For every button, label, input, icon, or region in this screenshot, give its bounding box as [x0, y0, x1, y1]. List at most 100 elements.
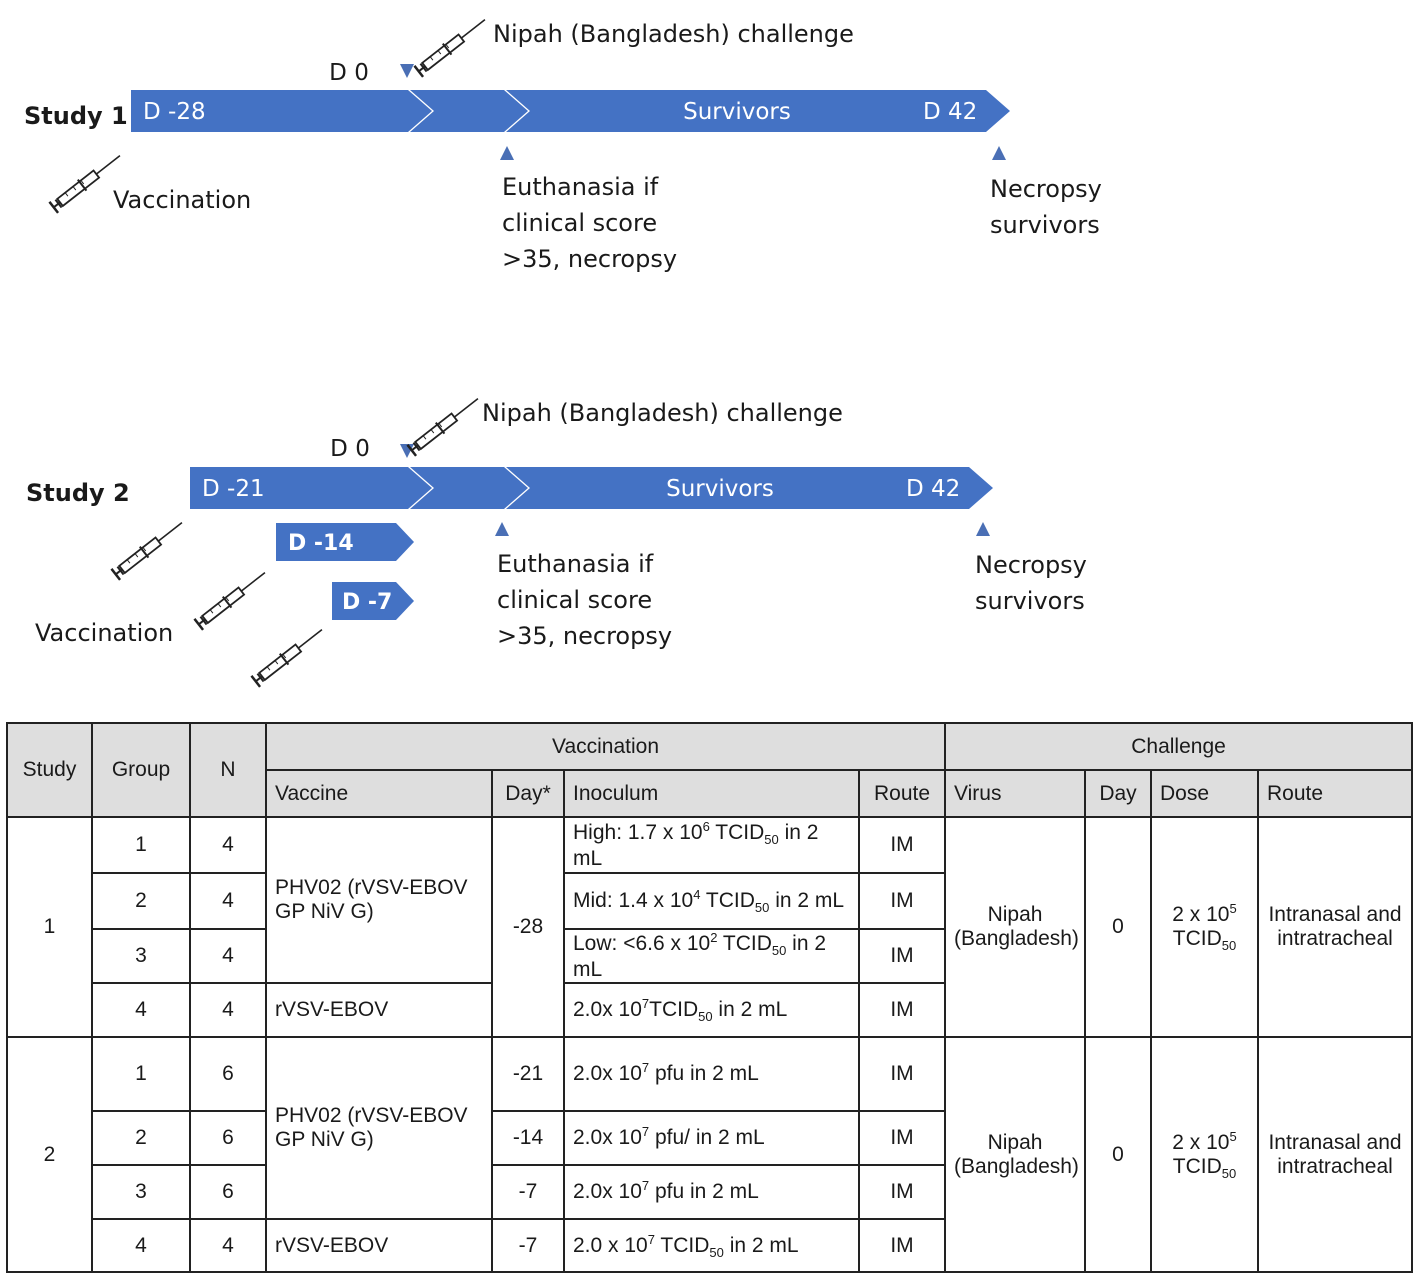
study2-day-7-label: D -7 — [342, 590, 392, 615]
cell-route: IM — [857, 927, 947, 985]
cell-inoculum: 2.0x 107 pfu in 2 mL — [563, 1036, 860, 1113]
study2-necropsy-line1: Necropsy — [975, 551, 1087, 579]
cell-route: IM — [857, 1164, 947, 1221]
table-row: 1 1 4 PHV02 (rVSV-EBOV GP NiV G) -28 Hig… — [6, 815, 1414, 1039]
cell-vaccination-day: -21 — [491, 1036, 565, 1113]
header-group: Group — [91, 722, 191, 818]
header-inoculum: Inoculum — [563, 769, 860, 818]
cell-inoculum: High: 1.7 x 106 TCID50 in 2 mL — [563, 816, 860, 874]
header-n: N — [189, 722, 267, 818]
cell-route: IM — [857, 1036, 947, 1113]
study1-survivors-label: Survivors — [683, 99, 791, 125]
study2-euthanasia-marker-icon — [495, 522, 509, 536]
cell-n: 4 — [189, 872, 267, 930]
cell-n: 6 — [189, 1110, 267, 1167]
cell-study: 1 — [6, 815, 93, 1039]
study2-euthanasia-line2: clinical score — [497, 586, 652, 614]
cell-vaccination-day: -28 — [491, 815, 565, 1039]
study2-euthanasia-line1: Euthanasia if — [497, 550, 654, 578]
header-vaccine: Vaccine — [265, 769, 493, 818]
header-vaccination: Vaccination — [264, 722, 947, 771]
study1-euthanasia-line2: clinical score — [502, 209, 657, 237]
cell-challenge-route: Intranasal and intratracheal — [1257, 1036, 1414, 1273]
table-row: 4 4 rVSV-EBOV 2.0x 107TCID50 in 2 mL IM — [7, 982, 1412, 1039]
study1-day0-marker-icon — [400, 64, 414, 78]
cell-route: IM — [857, 1218, 947, 1273]
cell-inoculum: 2.0x 107 pfu/ in 2 mL — [563, 1110, 860, 1167]
cell-group: 1 — [91, 816, 191, 874]
study1-vaccination-label: Vaccination — [113, 186, 251, 214]
cell-n: 4 — [189, 1218, 267, 1273]
study2-day-14-label: D -14 — [288, 531, 354, 556]
cell-n: 4 — [189, 927, 267, 985]
study-design-table: Study Group N Vaccination Challenge Vacc… — [6, 722, 1414, 1273]
cell-vaccine: rVSV-EBOV — [265, 982, 493, 1039]
study2-challenge-syringe-icon — [406, 391, 484, 458]
cell-inoculum: 2.0 x 107 TCID50 in 2 mL — [563, 1218, 860, 1273]
header-dose: Dose — [1150, 769, 1260, 818]
cell-vaccine: PHV02 (rVSV-EBOV GP NiV G) — [265, 1036, 493, 1221]
cell-virus: Nipah (Bangladesh) — [944, 815, 1087, 1039]
cell-inoculum: 2.0x 107TCID50 in 2 mL — [563, 982, 860, 1039]
header-vaccination-day: Day* — [491, 769, 565, 818]
cell-group: 2 — [91, 872, 191, 930]
cell-vaccination-day: -14 — [491, 1110, 565, 1167]
cell-route: IM — [857, 872, 947, 930]
table-row: 3 4 Low: <6.6 x 102 TCID50 in 2 mL IM — [7, 927, 1412, 985]
cell-n: 4 — [189, 816, 267, 874]
table-row: 4 4 rVSV-EBOV -7 2.0 x 107 TCID50 in 2 m… — [7, 1218, 1412, 1273]
header-study: Study — [6, 722, 93, 818]
study1-title: Study 1 — [24, 102, 128, 130]
cell-group: 4 — [91, 1218, 191, 1273]
study1-day-end: D 42 — [923, 99, 977, 125]
study2-challenge-label: Nipah (Bangladesh) challenge — [482, 399, 843, 427]
table-row: 2 1 6 PHV02 (rVSV-EBOV GP NiV G) -21 2.0… — [6, 1036, 1414, 1273]
study2-day-14-bar — [276, 523, 414, 561]
cell-n: 6 — [189, 1164, 267, 1221]
study2-timeline-bar — [190, 467, 993, 509]
study-timeline-diagram: Study 1 D -28 Survivors D 42 D 0 Nipah (… — [24, 12, 1102, 689]
table-row: 2 4 Mid: 1.4 x 104 TCID50 in 2 mL IM — [7, 872, 1412, 930]
table-header-row-1: Study Group N Vaccination Challenge — [6, 722, 1414, 818]
cell-vaccine: PHV02 (rVSV-EBOV GP NiV G) — [265, 815, 493, 985]
cell-vaccine: rVSV-EBOV — [265, 1218, 493, 1273]
cell-group: 3 — [91, 927, 191, 985]
cell-n: 4 — [189, 982, 267, 1039]
study1-necropsy-line1: Necropsy — [990, 175, 1102, 203]
cell-inoculum: Mid: 1.4 x 104 TCID50 in 2 mL — [563, 872, 860, 930]
study2-vaccination-syringe-1-icon — [110, 515, 188, 582]
header-vaccination-route: Route — [857, 769, 947, 818]
cell-n: 6 — [189, 1036, 267, 1113]
cell-route: IM — [857, 816, 947, 874]
study2-day-start: D -21 — [202, 476, 265, 502]
study2-survivors-label: Survivors — [666, 476, 774, 502]
study1-necropsy-marker-icon — [992, 146, 1006, 160]
cell-vaccination-day: -7 — [491, 1218, 565, 1273]
study1-euthanasia-marker-icon — [500, 146, 514, 160]
cell-challenge-day: 0 — [1084, 1036, 1153, 1273]
study2-title: Study 2 — [26, 479, 130, 507]
study1-day0-label: D 0 — [329, 60, 369, 86]
study1-challenge-label: Nipah (Bangladesh) challenge — [493, 20, 854, 48]
cell-inoculum: Low: <6.6 x 102 TCID50 in 2 mL — [563, 927, 860, 985]
header-virus: Virus — [944, 769, 1087, 818]
study2-vaccination-syringe-2-icon — [193, 565, 271, 632]
study2-euthanasia-line3: >35, necropsy — [497, 622, 672, 650]
study1-timeline-bar — [131, 90, 1010, 132]
study1-necropsy-line2: survivors — [990, 211, 1100, 239]
study2-necropsy-line2: survivors — [975, 587, 1085, 615]
study1-day-start: D -28 — [143, 99, 206, 125]
cell-group: 1 — [91, 1036, 191, 1113]
table-row: 2 6 -14 2.0x 107 pfu/ in 2 mL IM — [7, 1110, 1412, 1167]
cell-group: 4 — [91, 982, 191, 1039]
cell-route: IM — [857, 1110, 947, 1167]
study2-day-end: D 42 — [906, 476, 960, 502]
cell-challenge-route: Intranasal and intratracheal — [1257, 815, 1414, 1039]
header-challenge: Challenge — [944, 722, 1414, 771]
header-challenge-route: Route — [1257, 769, 1414, 818]
cell-vaccination-day: -7 — [491, 1164, 565, 1221]
cell-group: 3 — [91, 1164, 191, 1221]
study1-challenge-syringe-icon — [413, 12, 491, 79]
table-header-row-2: Vaccine Day* Inoculum Route Virus Day Do… — [7, 769, 1414, 818]
